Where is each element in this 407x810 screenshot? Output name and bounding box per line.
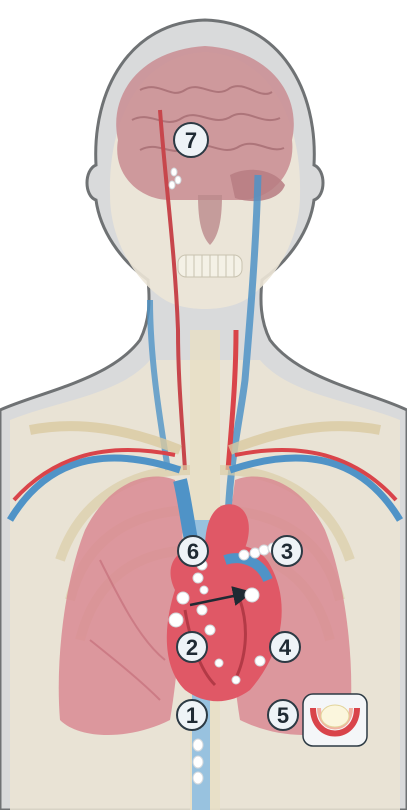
- label-1-text: 1: [186, 703, 198, 728]
- label-5: 5: [268, 700, 298, 730]
- label-4: 4: [270, 632, 300, 662]
- label-6: 6: [178, 536, 208, 566]
- blood-vessel-cross-section-icon: [303, 694, 367, 746]
- teeth: [178, 255, 242, 277]
- label-3-text: 3: [281, 539, 293, 564]
- label-6-text: 6: [187, 539, 199, 564]
- label-4-text: 4: [279, 635, 292, 660]
- label-3: 3: [272, 536, 302, 566]
- label-7-text: 7: [185, 128, 197, 153]
- label-1: 1: [177, 700, 207, 730]
- label-2-text: 2: [186, 635, 198, 660]
- label-7: 7: [174, 123, 208, 157]
- label-5-text: 5: [277, 703, 289, 728]
- label-2: 2: [177, 632, 207, 662]
